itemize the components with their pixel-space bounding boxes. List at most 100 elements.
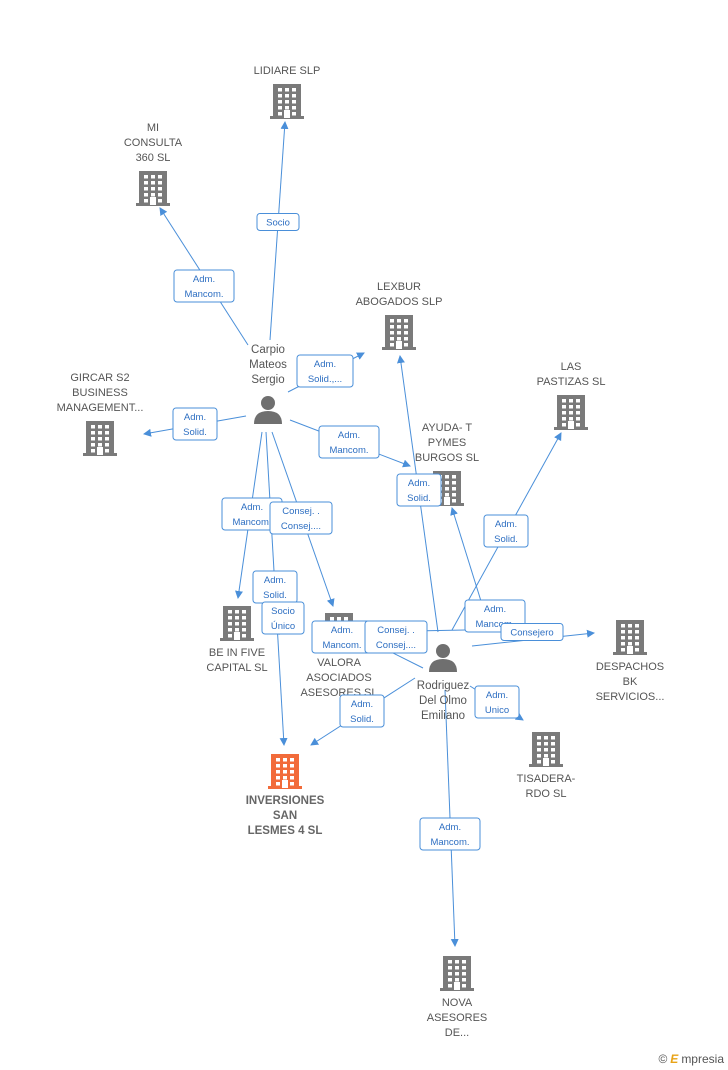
company-node-lexbur[interactable]: LEXBUR ABOGADOS SLP — [356, 281, 443, 350]
building-icon — [554, 395, 588, 430]
person-icon — [429, 644, 457, 672]
company-node-lidiare[interactable]: LIDIARE SLP — [254, 65, 321, 119]
person-label-carpio-line-3: Sergio — [251, 374, 284, 386]
company-label-gircar-line-1: GIRCAR S2 — [70, 372, 129, 384]
company-label-valora-line-1: VALORA — [317, 657, 361, 669]
person-label-rodriguez-line-2: Del Olmo — [419, 695, 467, 707]
company-label-inversiones-line-2: SAN — [273, 810, 297, 822]
building-icon — [270, 84, 304, 119]
brand-name: mpresia — [681, 1052, 724, 1066]
company-label-nova-line-1: NOVA — [442, 997, 473, 1009]
company-label-laspastizas-line-2: PASTIZAS SL — [537, 376, 606, 388]
person-label-carpio-line-1: Carpio — [251, 344, 285, 356]
company-node-beinfive[interactable]: BE IN FIVE CAPITAL SL — [206, 606, 268, 674]
company-label-gircar-line-3: MANAGEMENT... — [57, 402, 144, 414]
edge-label-l4[interactable]: Adm.Solid. — [172, 407, 218, 441]
edge-label-text: Consej. . — [377, 625, 415, 636]
company-label-laspastizas-line-1: LAS — [561, 361, 582, 373]
edge-label-l10[interactable]: Adm. Solid. — [396, 473, 442, 507]
company-label-despachos-line-2: BK — [623, 676, 638, 688]
edge-label-text: Solid. — [263, 590, 287, 601]
edge-label-text: Adm. — [314, 359, 336, 370]
edge-label-l18[interactable]: Adm.Mancom. — [419, 817, 481, 851]
edge-label-text: Unico — [485, 705, 509, 716]
company-node-laspastizas[interactable]: LAS PASTIZAS SL — [537, 361, 606, 430]
company-label-mi360-line-1: MI — [147, 122, 159, 134]
person-label-carpio-line-2: Mateos — [249, 359, 287, 371]
company-label-inversiones-line-3: LESMES 4 SL — [248, 825, 323, 837]
edge-label-text: Solid. — [494, 534, 518, 545]
company-node-tisadera[interactable]: TISADERA-RDO SL — [517, 732, 576, 800]
company-node-inversiones[interactable]: INVERSIONES SAN LESMES 4 SL — [246, 754, 325, 837]
edge-label-l13[interactable]: Consejero — [500, 623, 564, 641]
edge-label-text: Consej.... — [376, 640, 416, 651]
edge-label-l11[interactable]: Adm. Solid. — [483, 514, 529, 548]
edge-label-l7[interactable]: Consej. . Consej.... — [269, 501, 333, 535]
edge-label-text: Adm. — [338, 430, 360, 441]
company-label-beinfive-line-1: BE IN FIVE — [209, 647, 265, 659]
company-node-gircar[interactable]: GIRCAR S2 BUSINESS MANAGEMENT... — [57, 372, 144, 456]
company-label-beinfive-line-2: CAPITAL SL — [206, 662, 267, 674]
edge-label-text: Consej.... — [281, 521, 321, 532]
edge-label-text: Adm. — [331, 625, 353, 636]
building-icon — [613, 620, 647, 655]
edge-label-text: Consejero — [510, 628, 553, 639]
edge-label-text: Socio — [271, 606, 295, 617]
edge-label-text: Adm. — [193, 274, 215, 285]
company-label-lexbur-line-2: ABOGADOS SLP — [356, 296, 443, 308]
company-label-ayudat-line-2: PYMES — [428, 437, 467, 449]
company-label-tisadera-line-1: TISADERA- — [517, 773, 576, 785]
company-label-mi360-line-2: CONSULTA — [124, 137, 183, 149]
building-icon — [83, 421, 117, 456]
edge-label-text: Adm. — [408, 478, 430, 489]
edge-label-text: Mancom. — [232, 517, 271, 528]
company-label-lidiare-line-1: LIDIARE SLP — [254, 65, 321, 77]
edge-label-l15[interactable]: Consej. . Consej.... — [364, 620, 428, 654]
building-icon — [136, 171, 170, 206]
edge-label-text: Adm. — [351, 699, 373, 710]
edge-label-text: Solid.,... — [308, 374, 342, 385]
company-label-nova-line-2: ASESORES — [427, 1012, 488, 1024]
edge-label-l5[interactable]: Adm. Mancom. — [318, 425, 380, 459]
edge-label-l1[interactable]: Socio — [256, 213, 300, 231]
edge-label-text: Adm. — [484, 604, 506, 615]
building-icon — [220, 606, 254, 641]
edge-label-l3[interactable]: Adm. Solid.,... — [296, 354, 354, 388]
edge-label-l2[interactable]: Adm. Mancom. — [173, 269, 235, 303]
company-label-inversiones-line-1: INVERSIONES — [246, 795, 325, 807]
building-icon — [268, 754, 302, 789]
edge-label-text: Mancom. — [329, 445, 368, 456]
person-label-rodriguez-line-3: Emiliano — [421, 710, 465, 722]
edge-label-l17[interactable]: Adm.Unico — [474, 685, 520, 719]
brand-logo-initial: E — [670, 1052, 679, 1066]
edge-label-l14[interactable]: Adm.Mancom. — [311, 620, 373, 654]
person-label-rodriguez-line-1: Rodriguez — [417, 680, 470, 692]
edge-label-l16[interactable]: Adm. Solid. — [339, 694, 385, 728]
edge-label-text: Solid. — [407, 493, 431, 504]
company-label-nova-line-3: DE... — [445, 1027, 469, 1039]
company-label-mi360-line-3: 360 SL — [136, 152, 171, 164]
company-label-gircar-line-2: BUSINESS — [72, 387, 128, 399]
company-node-mi360[interactable]: MI CONSULTA 360 SL — [124, 122, 183, 206]
company-node-despachos[interactable]: DESPACHOSBKSERVICIOS... — [596, 620, 665, 703]
edge-label-text: Adm. — [495, 519, 517, 530]
edge-label-l8[interactable]: Adm.Solid. — [252, 570, 298, 604]
company-label-lexbur-line-1: LEXBUR — [377, 281, 421, 293]
company-node-nova[interactable]: NOVA ASESORES DE... — [427, 956, 488, 1039]
edge-label-text: Solid. — [350, 714, 374, 725]
edge-label-text: Mancom. — [475, 619, 514, 630]
company-label-despachos-line-1: DESPACHOS — [596, 661, 664, 673]
building-icon — [382, 315, 416, 350]
company-label-valora-line-2: ASOCIADOS — [306, 672, 371, 684]
edge-label-text: Consej. . — [282, 506, 320, 517]
edge-label-text: Mancom. — [430, 837, 469, 848]
edge-label-text: Mancom. — [184, 289, 223, 300]
edge-label-text: Solid. — [183, 427, 207, 438]
edge-label-text: Único — [271, 621, 295, 632]
copyright-icon: © — [658, 1052, 668, 1066]
